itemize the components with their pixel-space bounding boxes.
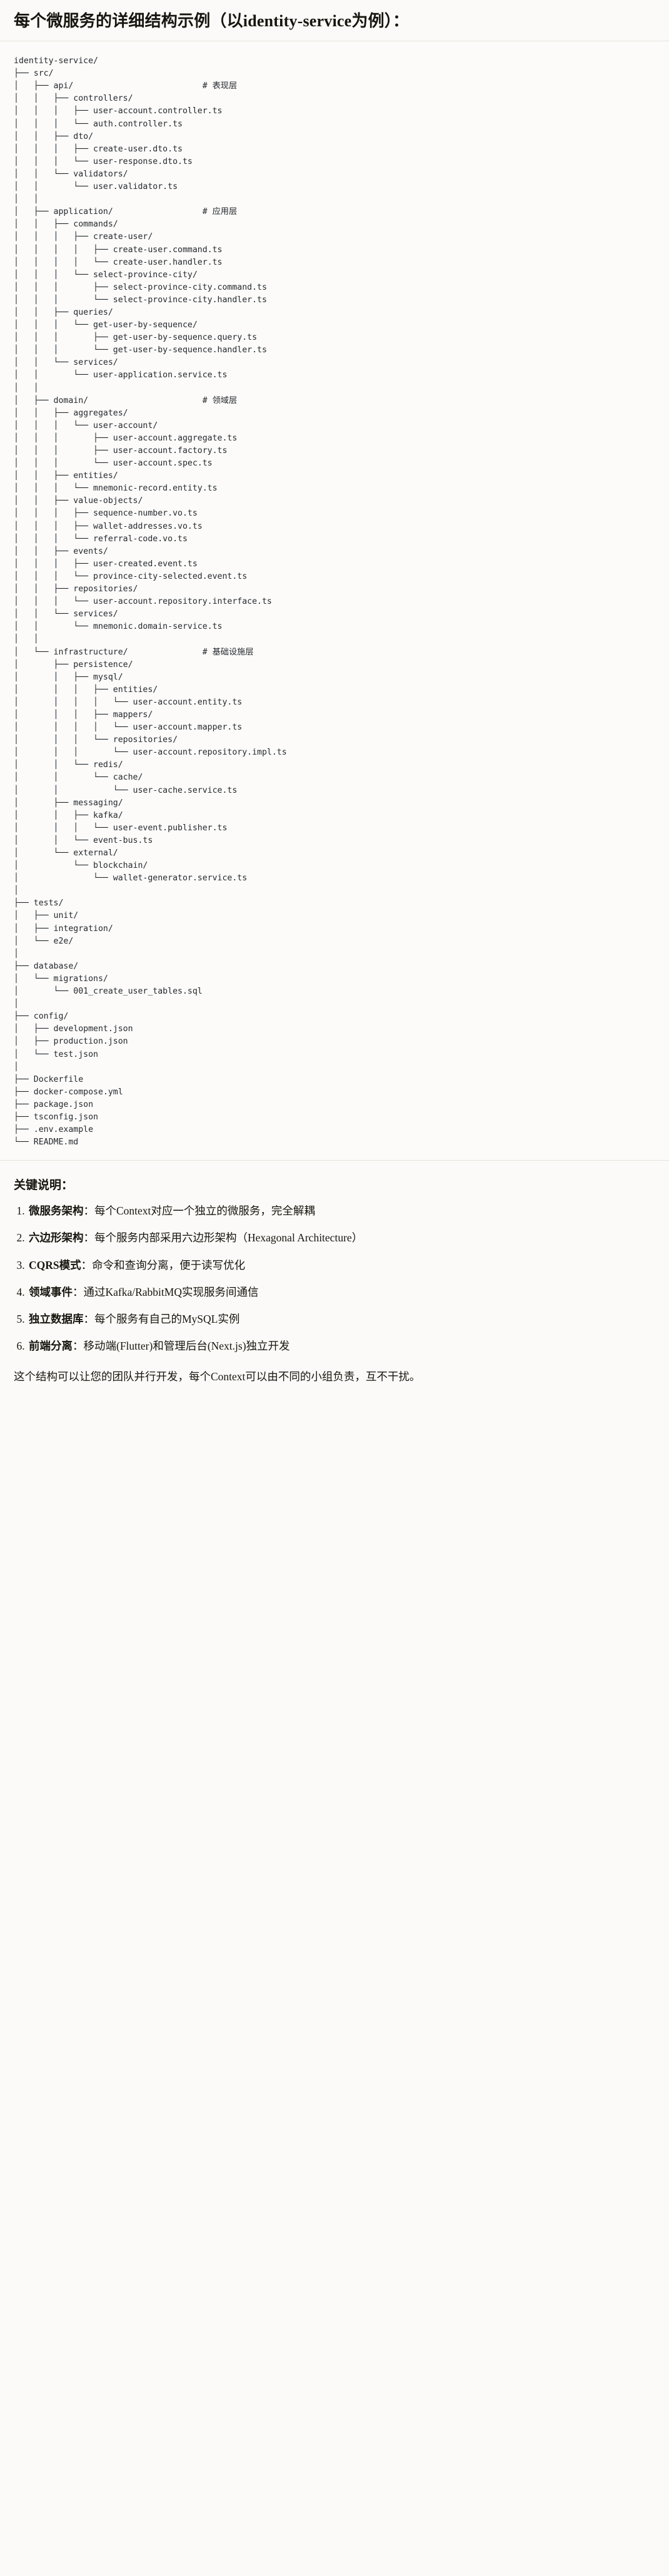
note-term: 前端分离 (29, 1339, 73, 1352)
note-term: 独立数据库 (29, 1312, 84, 1325)
document-page: 每个微服务的详细结构示例（以identity-service为例）： ident… (0, 0, 669, 1407)
list-item: 领域事件：通过Kafka/RabbitMQ实现服务间通信 (28, 1284, 655, 1301)
note-term: 微服务架构 (29, 1204, 84, 1218)
list-item: CQRS模式：命令和查询分离，便于读写优化 (28, 1257, 655, 1274)
tree-divider (0, 1160, 669, 1161)
note-term: 领域事件 (29, 1285, 73, 1298)
note-desc: ：每个Context对应一个独立的微服务，完全解耦 (83, 1204, 315, 1218)
list-item: 六边形架构：每个服务内部采用六边形架构（Hexagonal Architectu… (28, 1229, 655, 1246)
note-desc: ：移动端(Flutter)和管理后台(Next.js)独立开发 (73, 1339, 290, 1352)
list-item: 前端分离：移动端(Flutter)和管理后台(Next.js)独立开发 (28, 1338, 655, 1355)
note-desc: ：命令和查询分离，便于读写优化 (81, 1258, 246, 1271)
page-title: 每个微服务的详细结构示例（以identity-service为例）： (14, 12, 410, 30)
note-term: 六边形架构 (29, 1231, 84, 1245)
key-notes-section: 关键说明： 微服务架构：每个Context对应一个独立的微服务，完全解耦 六边形… (0, 1161, 669, 1407)
directory-tree-block: identity-service/ ├── src/ │ ├── api/ # … (0, 41, 669, 1161)
key-notes-list: 微服务架构：每个Context对应一个独立的微服务，完全解耦 六边形架构：每个服… (14, 1203, 655, 1355)
key-notes-title: 关键说明： (14, 1179, 74, 1193)
directory-tree: identity-service/ ├── src/ │ ├── api/ # … (14, 56, 287, 1148)
note-term: CQRS模式 (29, 1258, 81, 1271)
note-desc: ：每个服务有自己的MySQL实例 (83, 1312, 240, 1325)
list-item: 微服务架构：每个Context对应一个独立的微服务，完全解耦 (28, 1203, 655, 1219)
list-item: 独立数据库：每个服务有自己的MySQL实例 (28, 1311, 655, 1328)
note-desc: ：通过Kafka/RabbitMQ实现服务间通信 (73, 1285, 259, 1298)
closing-paragraph: 这个结构可以让您的团队并行开发，每个Context可以由不同的小组负责，互不干扰… (14, 1370, 421, 1383)
note-desc: ：每个服务内部采用六边形架构（Hexagonal Architecture） (83, 1231, 363, 1245)
